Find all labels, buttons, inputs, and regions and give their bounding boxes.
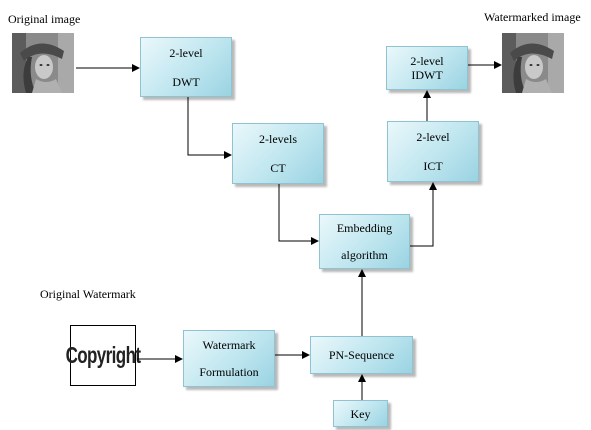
original-image-thumbnail	[12, 33, 74, 93]
dwt-box-line-2: DWT	[172, 74, 200, 89]
arrow-ct-to-embedding	[278, 184, 319, 245]
key-label: Key	[350, 406, 371, 421]
pn-sequence-box: PN-Sequence	[310, 336, 413, 374]
dwt-box-line-1: 2-level	[169, 45, 203, 60]
embedding-algorithm-box: Embedding algorithm	[319, 214, 410, 269]
ct-box-line-2: CT	[270, 161, 286, 176]
embedding-box-line-1: Embedding	[336, 221, 393, 236]
watermarked-image-caption: Watermarked image	[484, 10, 581, 24]
original-watermark-caption: Original Watermark	[40, 287, 136, 301]
pn-sequence-label: PN-Sequence	[328, 348, 395, 362]
ct-box: 2-levels CT	[232, 123, 324, 184]
watermarked-image-thumbnail	[502, 33, 564, 93]
formulation-box-line-1: Watermark	[202, 337, 256, 352]
arrow-embedding-to-ict	[410, 182, 437, 247]
formulation-box-line-2: Formulation	[199, 365, 259, 380]
idwt-box: 2-level IDWT	[386, 46, 468, 90]
original-image-caption: Original image	[8, 12, 81, 26]
ict-box: 2-level ICT	[387, 121, 479, 182]
ict-box-line-2: ICT	[423, 159, 443, 174]
embedding-box-line-2: algorithm	[341, 247, 388, 262]
arrow-dwt-to-ct	[187, 97, 232, 159]
copyright-logo: Copyright	[66, 325, 141, 386]
ct-box-line-1: 2-levels	[259, 131, 297, 146]
dwt-box: 2-level DWT	[140, 37, 232, 97]
watermark-formulation-box: Watermark Formulation	[183, 330, 275, 387]
ict-box-line-1: 2-level	[416, 129, 450, 144]
idwt-box-line-1: 2-level	[410, 54, 444, 68]
key-box: Key	[333, 400, 388, 427]
copyright-logo-text: Copyright	[65, 342, 141, 368]
idwt-box-line-2: IDWT	[411, 68, 443, 82]
